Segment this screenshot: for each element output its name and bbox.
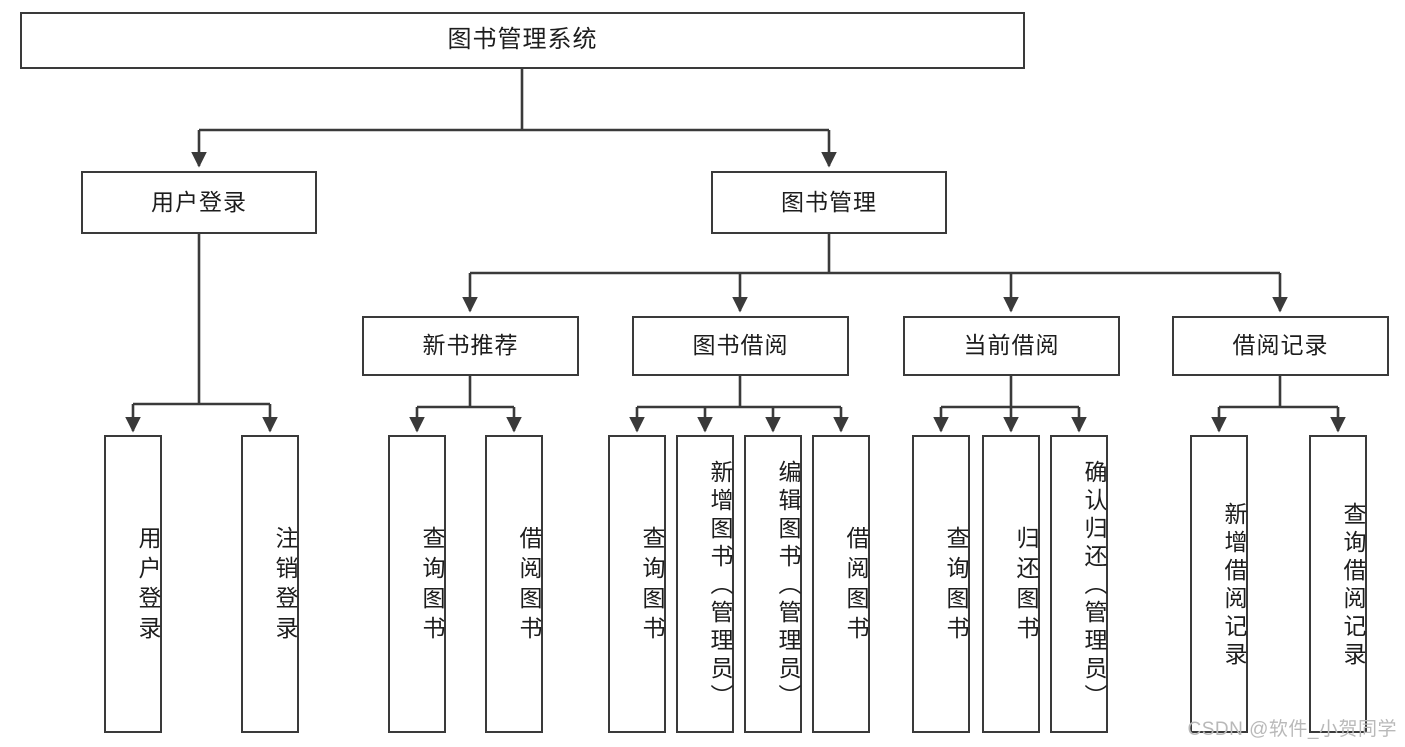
node-leaf-add-book-admin[interactable]: 新增图书（管理员） <box>676 435 734 733</box>
node-leaf-add-borrow-record[interactable]: 新增借阅记录 <box>1190 435 1248 733</box>
csdn-watermark: CSDN @软件_小贺同学 <box>1187 719 1397 740</box>
node-new-book-recommend[interactable]: 新书推荐 <box>362 316 579 376</box>
node-leaf-query-book-borrow[interactable]: 查询图书 <box>608 435 666 733</box>
node-leaf-user-logout[interactable]: 注销登录 <box>241 435 299 733</box>
node-leaf-confirm-return-admin[interactable]: 确认归还（管理员） <box>1050 435 1108 733</box>
node-leaf-borrow-book[interactable]: 借阅图书 <box>812 435 870 733</box>
node-book-management[interactable]: 图书管理 <box>711 171 947 234</box>
node-leaf-query-book-current[interactable]: 查询图书 <box>912 435 970 733</box>
node-borrow-record[interactable]: 借阅记录 <box>1172 316 1389 376</box>
node-current-borrow[interactable]: 当前借阅 <box>903 316 1120 376</box>
node-leaf-borrow-book-recommend[interactable]: 借阅图书 <box>485 435 543 733</box>
node-leaf-user-login[interactable]: 用户登录 <box>104 435 162 733</box>
node-leaf-return-book[interactable]: 归还图书 <box>982 435 1040 733</box>
node-user-login[interactable]: 用户登录 <box>81 171 317 234</box>
node-leaf-edit-book-admin[interactable]: 编辑图书（管理员） <box>744 435 802 733</box>
node-leaf-query-borrow-record[interactable]: 查询借阅记录 <box>1309 435 1367 733</box>
node-leaf-query-book-recommend[interactable]: 查询图书 <box>388 435 446 733</box>
node-root-book-management-system[interactable]: 图书管理系统 <box>20 12 1025 69</box>
node-book-borrow[interactable]: 图书借阅 <box>632 316 849 376</box>
